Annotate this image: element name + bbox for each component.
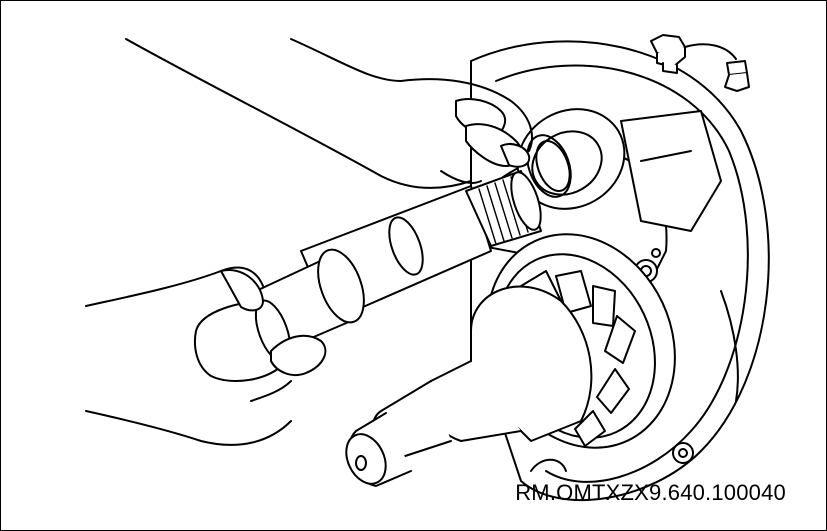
top-hex-bolt xyxy=(650,34,686,74)
right-stud-bolt xyxy=(724,60,750,92)
splined-end xyxy=(465,170,542,247)
lower-hand xyxy=(85,266,327,446)
flange-nut-lower xyxy=(672,442,694,464)
snap-ring xyxy=(526,134,572,198)
spindle xyxy=(345,285,593,487)
upper-hand xyxy=(125,38,533,189)
axle-shaft xyxy=(255,185,492,352)
lower-bracket xyxy=(530,458,567,472)
figure-reference-code: RM.OMTXZX9.640.100040 xyxy=(515,480,786,505)
bracket-wire xyxy=(684,43,737,60)
